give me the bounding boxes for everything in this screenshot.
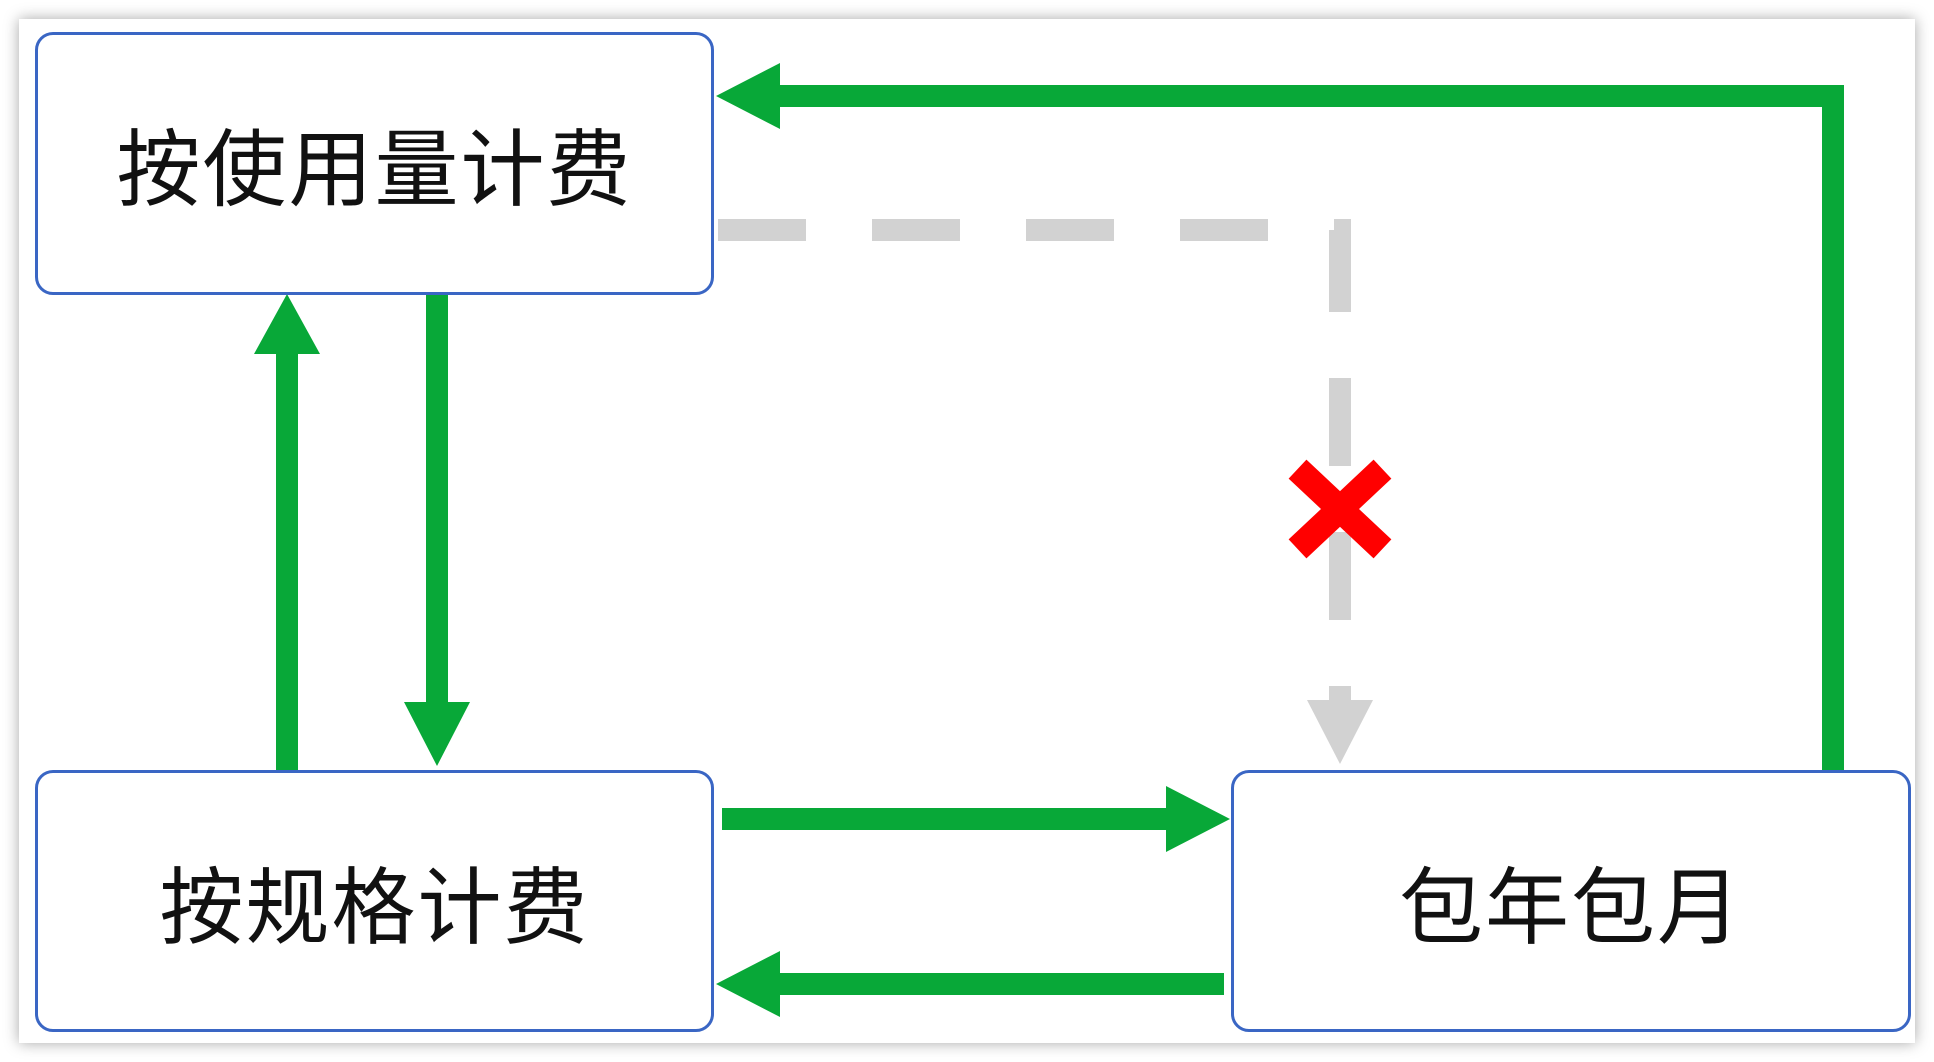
arrow-subscription-to-usage xyxy=(716,63,1844,770)
node-usage-billing: 按使用量计费 xyxy=(35,32,714,295)
node-subscription-billing: 包年包月 xyxy=(1231,770,1911,1032)
arrowhead-icon xyxy=(404,702,470,766)
arrow-usage-to-subscription-disallowed xyxy=(718,219,1373,764)
arrow-spec-to-usage xyxy=(254,294,320,770)
dashed-line xyxy=(718,219,1351,700)
arrow-subscription-to-spec xyxy=(716,951,1224,1017)
arrowhead-icon xyxy=(716,951,780,1017)
arrowhead-icon xyxy=(1166,786,1230,852)
arrowhead-icon xyxy=(254,294,320,354)
arrow-spec-to-subscription xyxy=(722,786,1230,852)
cross-icon xyxy=(1288,459,1392,559)
arrowhead-icon xyxy=(1307,700,1373,764)
node-spec-billing: 按规格计费 xyxy=(35,770,714,1032)
arrow-usage-to-spec xyxy=(404,285,470,766)
arrowhead-icon xyxy=(716,63,780,129)
arrow-line xyxy=(780,85,1844,770)
